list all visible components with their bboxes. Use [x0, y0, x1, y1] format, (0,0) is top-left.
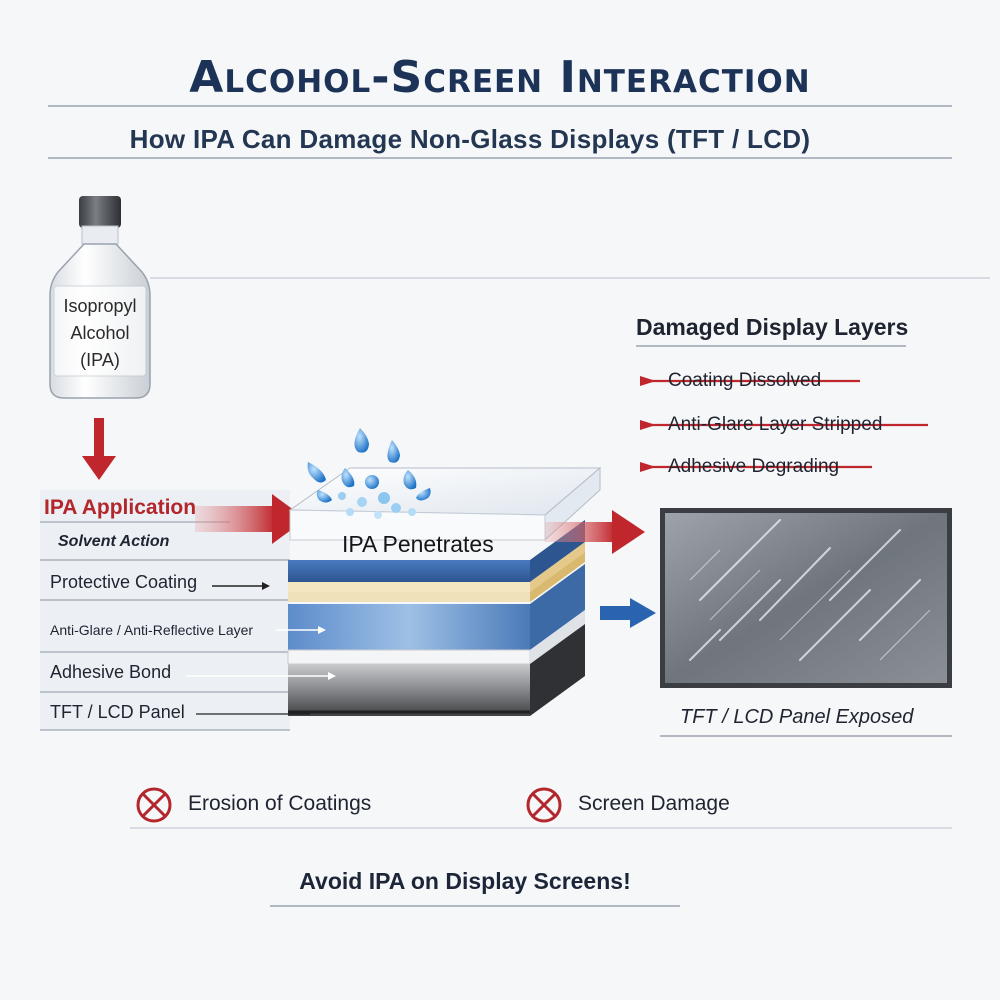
- display-layer-stack: [287, 466, 602, 716]
- page-title: Alcohol-Screen Interaction: [189, 52, 811, 103]
- bottle-label-line: Alcohol: [70, 323, 130, 343]
- bottle-label-line: (IPA): [80, 350, 120, 370]
- damage-arrow-icon: [545, 510, 645, 554]
- warning-label-screen-damage: Screen Damage: [578, 792, 730, 815]
- damaged-strikes: [640, 376, 928, 472]
- panel-exposed-label: TFT / LCD Panel Exposed: [680, 706, 914, 728]
- layer-label-protective-coating: Protective Coating: [50, 572, 198, 592]
- anti-glare-layer: [288, 604, 530, 650]
- prohibited-icon: [526, 787, 562, 823]
- down-arrow-icon: [82, 418, 116, 480]
- prohibited-icon: [136, 787, 172, 823]
- protective-coating-layer: [288, 560, 530, 582]
- bottle-label: Isopropyl Alcohol (IPA): [48, 293, 152, 374]
- solvent-action-label: Solvent Action: [58, 533, 170, 550]
- bottle-label-line: Isopropyl: [63, 296, 137, 316]
- damaged-item: Anti-Glare Layer Stripped: [668, 414, 883, 435]
- layer-label-anti-glare: Anti-Glare / Anti-Reflective Layer: [50, 622, 254, 638]
- layer-pointer-arrows: [186, 582, 336, 715]
- layer-label-adhesive: Adhesive Bond: [50, 662, 172, 682]
- warning-label-erosion: Erosion of Coatings: [188, 792, 372, 815]
- layer-label-tft-panel: TFT / LCD Panel: [50, 702, 185, 722]
- ipa-application-label: IPA Application: [44, 496, 197, 519]
- damaged-layers-title: Damaged Display Layers: [636, 314, 909, 340]
- damaged-screen-image: [660, 508, 952, 688]
- application-arrow-icon: [195, 494, 306, 544]
- ipa-bottle-icon: [49, 196, 151, 399]
- damaged-item: Adhesive Degrading: [668, 456, 840, 477]
- liquid-splash-icon: [307, 428, 431, 519]
- tft-panel-layer: [288, 664, 530, 716]
- exposure-arrow-icon: [600, 598, 656, 628]
- damaged-item: Coating Dissolved: [668, 370, 822, 391]
- avoid-ipa-banner: Avoid IPA on Display Screens!: [299, 868, 631, 894]
- page-subtitle: How IPA Can Damage Non-Glass Displays (T…: [129, 124, 811, 154]
- ipa-penetrates-label: IPA Penetrates: [342, 531, 494, 557]
